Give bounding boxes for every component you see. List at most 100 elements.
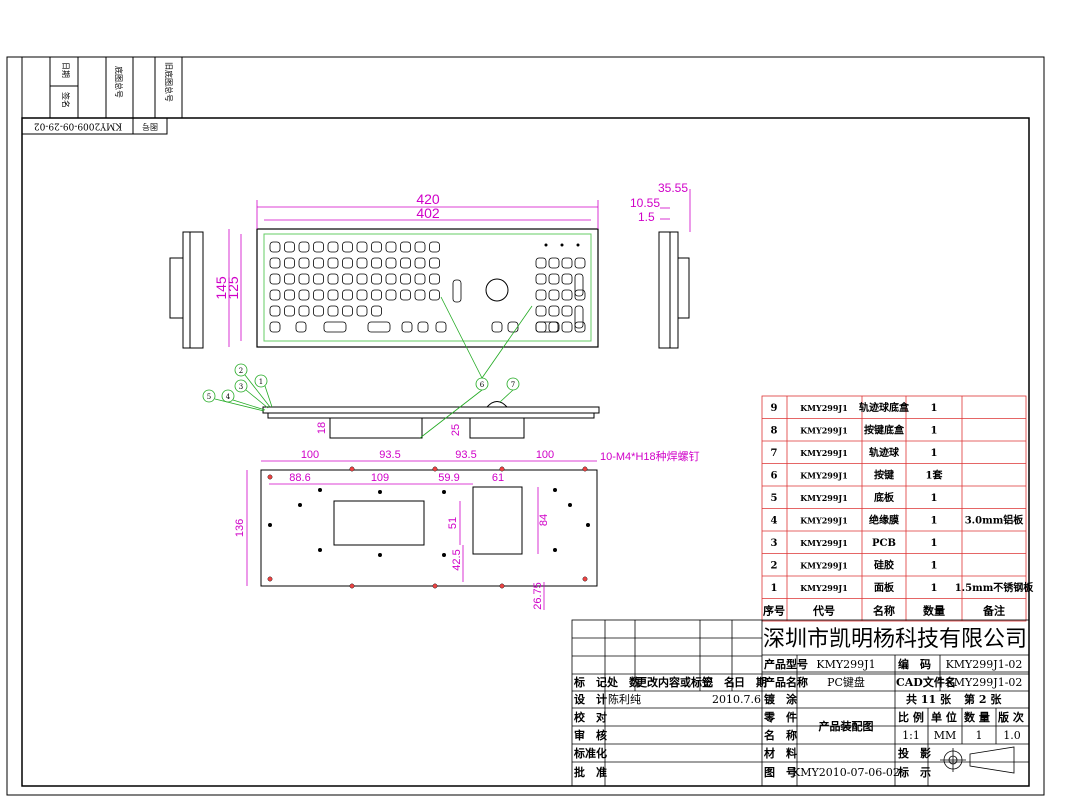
tb-cad: KMY299J1-02 — [946, 676, 1023, 689]
stud-note: 10-M4*H18种焊螺钉 — [600, 449, 700, 463]
bom-cell-qty: 1 — [931, 583, 938, 594]
bom-cell-no: 8 — [771, 426, 778, 437]
keypad-key — [535, 257, 547, 269]
key — [327, 273, 339, 285]
bom-cell-code: KMY299J1 — [800, 493, 848, 503]
bom-cell-no: 7 — [771, 448, 778, 459]
bom-cell-name: 硅胶 — [874, 559, 894, 572]
key — [385, 257, 397, 269]
dim-bot-g: 59.9 — [438, 472, 459, 484]
balloon-5: 5 — [207, 393, 211, 401]
tb-design-date: 2010.7.6 — [712, 693, 761, 706]
keypad-key — [574, 257, 586, 269]
dim-overall-height: 145 — [213, 276, 229, 300]
bottom-view — [260, 469, 598, 587]
keypad-tall-key — [574, 305, 584, 329]
bom-cell-name: 底板 — [874, 491, 895, 504]
key — [313, 241, 324, 253]
key — [327, 257, 339, 269]
key — [367, 321, 391, 333]
section-view — [262, 401, 600, 439]
tb-sign: 签 名 — [701, 675, 735, 689]
tb-part: 零 件 — [763, 710, 797, 724]
bom-cell-no: 5 — [771, 493, 778, 504]
bom-cell-qty: 1 — [931, 426, 938, 437]
bom-cell-no: 9 — [771, 403, 778, 414]
bom-cell-qty: 1 — [931, 403, 938, 414]
keypad-key — [535, 289, 547, 301]
key — [313, 257, 324, 269]
screw-hole — [298, 503, 302, 507]
key — [356, 289, 368, 301]
key — [327, 305, 339, 317]
dim-overall-width: 420 — [416, 191, 440, 207]
key — [507, 321, 519, 333]
tall-key — [452, 279, 462, 303]
keypad-key — [561, 289, 573, 301]
bom-cell-qty: 1 — [931, 493, 938, 504]
bom-cell-code: KMY299J1 — [800, 538, 848, 548]
key — [371, 305, 382, 317]
dim-bot-i: 51 — [447, 517, 459, 529]
balloon-6: 6 — [480, 381, 485, 389]
bom-cell-code: KMY299J1 — [800, 516, 848, 526]
keypad-key — [535, 321, 547, 333]
balloon-2: 2 — [239, 367, 243, 375]
bom-cell-code: KMY299J1 — [800, 561, 848, 571]
key — [429, 241, 440, 253]
balloons — [202, 296, 533, 439]
key — [284, 257, 295, 269]
key — [298, 273, 310, 285]
title-block — [571, 619, 1030, 787]
stud-hole — [349, 466, 355, 472]
key — [342, 241, 353, 253]
key — [371, 273, 382, 285]
bom-cell-code: KMY299J1 — [800, 583, 848, 593]
key-grid — [269, 241, 586, 333]
tb-name-label: 产品名称 — [764, 675, 808, 689]
dim-sec-b: 25 — [450, 424, 462, 436]
bom-cell-qty: 1套 — [926, 469, 944, 482]
screw-hole — [318, 488, 322, 492]
tb-scale: 1:1 — [902, 729, 920, 742]
tb-model-label: 产品型号 — [764, 657, 808, 671]
keypad-tall-key — [574, 273, 584, 297]
keypad-key — [535, 305, 547, 317]
stamp-old-base-no: 旧底图总号 — [164, 62, 174, 102]
bom-cell-code: KMY299J1 — [800, 403, 848, 413]
stud-hole — [432, 583, 438, 589]
keypad-key — [561, 321, 573, 333]
key — [385, 273, 397, 285]
tb-std: 标准化 — [573, 746, 607, 760]
bom-header-remark: 备注 — [982, 604, 1005, 618]
key — [269, 321, 281, 333]
stamp-date: 日期 — [61, 62, 70, 78]
key — [491, 321, 503, 333]
bom-cell-name: PCB — [872, 538, 896, 549]
dim-bot-e: 88.6 — [289, 472, 310, 484]
tb-designer: 陈利纯 — [608, 692, 641, 706]
screw-hole — [586, 523, 590, 527]
bom-header-qty: 数量 — [923, 604, 945, 618]
bom-cell-name: 按键底盒 — [864, 424, 905, 437]
bom-header-no: 序号 — [763, 604, 785, 618]
tb-ver: 1.0 — [1003, 729, 1021, 742]
stud-hole — [267, 576, 273, 582]
inner-frame — [21, 117, 1030, 787]
bom-cell-name: 轨迹球底盒 — [859, 401, 910, 414]
tb-check: 校 对 — [574, 710, 607, 724]
tb-part2: 名 称 — [764, 728, 797, 742]
tb-design: 设 计 — [574, 692, 607, 706]
keypad-key — [548, 289, 560, 301]
title-block-text: 产品型号 KMY299J1 编 码 KMY299J1-02 产品名称 PC键盘 … — [573, 657, 1024, 779]
tb-qty-label: 数 量 — [964, 710, 990, 724]
key — [284, 289, 295, 301]
dim-bot-h2: 136 — [234, 519, 246, 537]
key — [342, 289, 353, 301]
key — [327, 289, 339, 301]
dim-bot-d: 100 — [536, 449, 554, 461]
key — [313, 305, 324, 317]
key — [269, 273, 281, 285]
key — [401, 321, 413, 333]
dim-bot-b: 93.5 — [379, 449, 400, 461]
